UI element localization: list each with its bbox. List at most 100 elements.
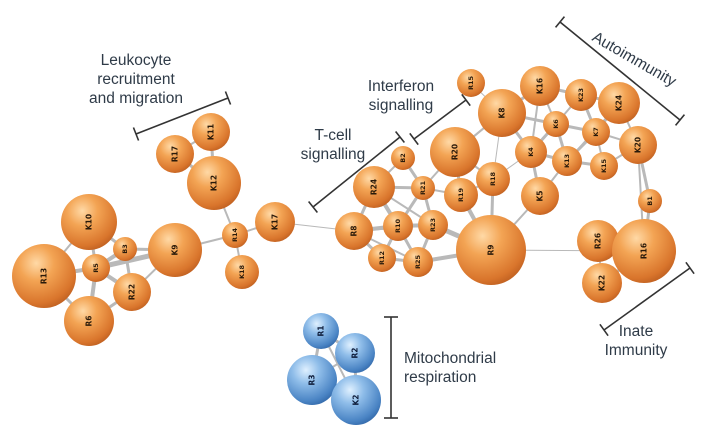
node-circle-b2 — [391, 146, 415, 170]
node-circle-k23 — [565, 79, 597, 111]
node-label-k12: K12 — [210, 175, 219, 191]
group-label-tcell-line1: T-cell — [314, 127, 352, 144]
node-circle-r5 — [82, 254, 110, 282]
node-label-k11: K11 — [207, 124, 216, 140]
node-r25: R25 — [403, 247, 433, 277]
bracket-layer — [132, 16, 695, 419]
node-r24: R24 — [353, 166, 395, 208]
node-r8: R8 — [335, 212, 373, 250]
node-label-k8: K8 — [498, 107, 507, 118]
node-label-r15: R15 — [467, 76, 475, 91]
node-label-r2: R2 — [351, 348, 360, 359]
node-r9: R9 — [456, 215, 526, 285]
node-k18: K18 — [225, 255, 259, 289]
node-r3: R3 — [287, 355, 337, 405]
node-label-r5: R5 — [92, 263, 100, 273]
bracket-innate-stroke — [603, 267, 691, 331]
node-label-b1: B1 — [646, 196, 654, 206]
node-label-k18: K18 — [238, 264, 246, 279]
node-k20: K20 — [619, 126, 657, 164]
group-label-tcell: T-cell signalling — [288, 126, 378, 164]
node-k15: K15 — [590, 152, 618, 180]
node-label-k4: K4 — [527, 147, 535, 157]
node-label-r18: R18 — [489, 172, 497, 187]
node-b1: B1 — [638, 189, 662, 213]
node-r14: R14 — [222, 222, 248, 248]
node-r10: R10 — [383, 211, 413, 241]
node-circle-b3 — [113, 237, 137, 261]
node-k7: K7 — [582, 118, 610, 146]
node-circle-r8 — [335, 212, 373, 250]
bracket-interferon-stroke — [409, 132, 419, 146]
node-k9: K9 — [148, 223, 202, 277]
node-label-r21: R21 — [419, 181, 427, 196]
node-circle-k4 — [515, 136, 547, 168]
node-r26: R26 — [577, 220, 619, 262]
group-label-leukocyte-line1: Leukocyte — [100, 52, 172, 69]
node-k17: K17 — [255, 202, 295, 242]
node-circle-r17 — [156, 135, 194, 173]
node-label-k5: K5 — [536, 190, 545, 201]
bracket-mitochondrial — [384, 316, 398, 419]
bracket-interferon-stroke — [461, 93, 471, 107]
node-circle-r25 — [403, 247, 433, 277]
node-label-r13: R13 — [40, 268, 49, 284]
node-r21: R21 — [411, 176, 435, 200]
bracket-interferon — [409, 93, 471, 146]
node-k12: K12 — [187, 156, 241, 210]
node-label-r1: R1 — [317, 326, 326, 337]
node-label-r6: R6 — [85, 316, 94, 327]
bracket-tcell-stroke — [312, 136, 401, 208]
node-label-b3: B3 — [121, 244, 129, 253]
bracket-interferon-stroke — [413, 99, 467, 140]
bracket-autoimmunity-stroke — [554, 16, 566, 28]
node-circle-r13 — [12, 244, 76, 308]
node-label-r3: R3 — [308, 375, 317, 386]
node-circle-k2 — [331, 375, 381, 425]
node-k2: K2 — [331, 375, 381, 425]
node-label-k23: K23 — [577, 88, 585, 102]
node-r1: R1 — [303, 313, 339, 349]
node-label-k24: K24 — [615, 95, 624, 111]
node-k8: K8 — [478, 89, 526, 137]
node-k4: K4 — [515, 136, 547, 168]
group-label-leukocyte-line2: recruitment — [97, 71, 175, 88]
node-label-k7: K7 — [592, 127, 600, 137]
group-label-tcell-line2: signalling — [300, 146, 366, 163]
bracket-autoimmunity — [554, 16, 686, 126]
node-circle-r9 — [456, 215, 526, 285]
group-label-innate: Inate Immunity — [604, 322, 668, 360]
node-circle-r20 — [430, 127, 480, 177]
node-circle-k7 — [582, 118, 610, 146]
bracket-innate-stroke — [685, 261, 695, 275]
group-label-leukocyte-line3: and migration — [89, 90, 183, 107]
node-r16: R16 — [612, 219, 676, 283]
node-label-r16: R16 — [640, 243, 649, 259]
node-circle-r2 — [335, 333, 375, 373]
node-label-r12: R12 — [378, 251, 386, 265]
node-circle-r18 — [476, 162, 510, 196]
node-circle-r23 — [418, 210, 448, 240]
node-circle-r24 — [353, 166, 395, 208]
node-circle-k22 — [582, 263, 622, 303]
node-circle-k11 — [192, 113, 230, 151]
bracket-innate-stroke — [599, 323, 609, 337]
node-label-k9: K9 — [171, 244, 180, 255]
node-label-k22: K22 — [598, 275, 607, 291]
bracket-tcell — [307, 131, 406, 213]
node-r5: R5 — [82, 254, 110, 282]
node-k23: K23 — [565, 79, 597, 111]
node-circle-r1 — [303, 313, 339, 349]
node-k22: K22 — [582, 263, 622, 303]
bracket-autoimmunity-stroke — [674, 114, 686, 126]
node-k10: K10 — [61, 194, 117, 250]
node-circle-r21 — [411, 176, 435, 200]
node-label-k16: K16 — [536, 78, 545, 94]
node-label-r14: R14 — [231, 228, 239, 243]
node-r15: R15 — [457, 69, 485, 97]
node-k13: K13 — [552, 146, 582, 176]
node-label-b2: B2 — [399, 153, 407, 162]
node-r22: R22 — [113, 273, 151, 311]
bracket-leukocyte-stroke — [224, 91, 232, 105]
